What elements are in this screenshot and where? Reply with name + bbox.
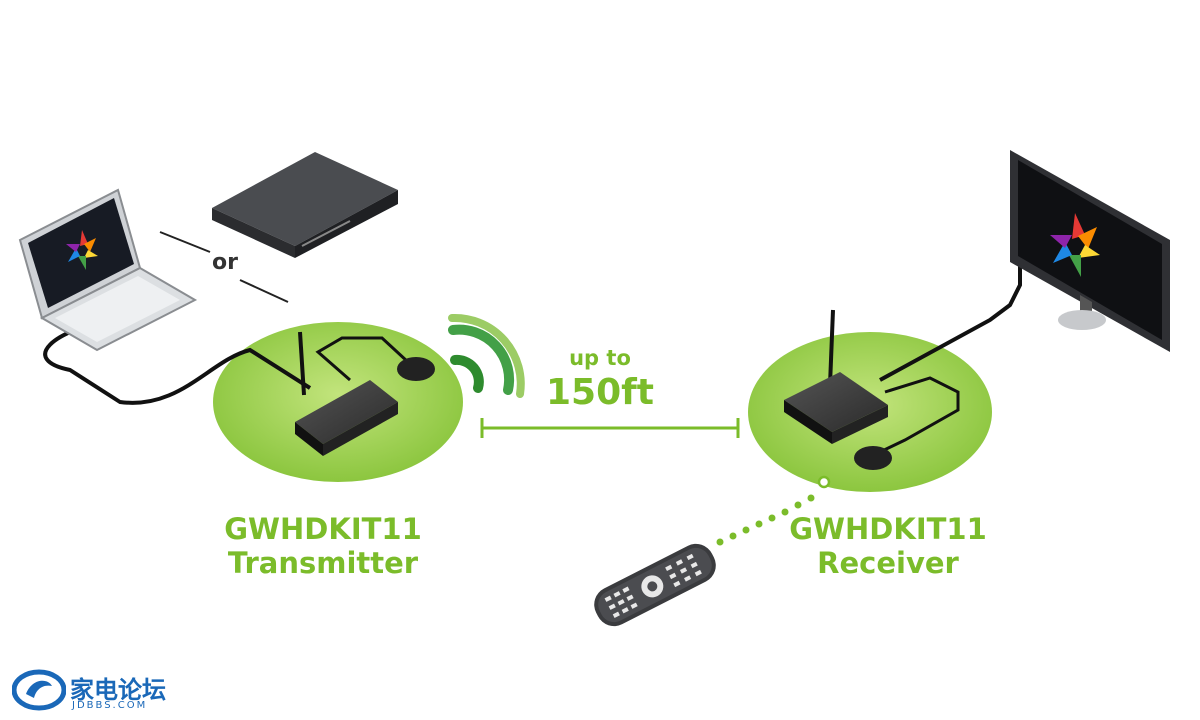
or-line-right (239, 279, 289, 303)
ir-blaster-rx-icon (854, 446, 892, 470)
range-prefix: up to (569, 346, 631, 370)
laptop-cable (43, 316, 312, 405)
range-indicator (480, 418, 740, 438)
transmitter-role: Transmitter (227, 546, 419, 580)
receiver-model: GWHDKIT11 (789, 512, 987, 546)
or-line-left (159, 231, 211, 253)
ir-signal-dots (716, 475, 831, 546)
watermark: 家电论坛 JDBBS.COM (11, 668, 212, 716)
remote-control-icon (594, 543, 716, 627)
ir-blaster-tx-icon (397, 357, 435, 381)
ir-blaster-cable-rx (879, 376, 960, 454)
range-distance: 150ft (545, 372, 655, 413)
watermark-subtitle: JDBBS.COM (72, 700, 148, 711)
wireless-signal-icon (448, 313, 525, 398)
receiver-box-icon (784, 309, 888, 444)
or-label: or (212, 250, 238, 275)
watermark-logo-icon (11, 669, 67, 711)
receiver-monitor-cable (879, 262, 1022, 382)
transmitter-box-icon (295, 331, 398, 456)
receiver-role: Receiver (817, 546, 959, 580)
range-label: up to 150ft (530, 344, 670, 414)
transmitter-model: GWHDKIT11 (224, 512, 422, 546)
watermark-title: 家电论坛 (70, 676, 166, 704)
ir-blaster-cable-tx (315, 336, 410, 382)
receiver-label: GWHDKIT11 Receiver (748, 512, 1028, 580)
transmitter-label: GWHDKIT11 Transmitter (183, 512, 463, 580)
laptop-icon (18, 188, 198, 352)
set-top-box-icon (212, 152, 398, 258)
monitor-icon (1010, 150, 1170, 352)
